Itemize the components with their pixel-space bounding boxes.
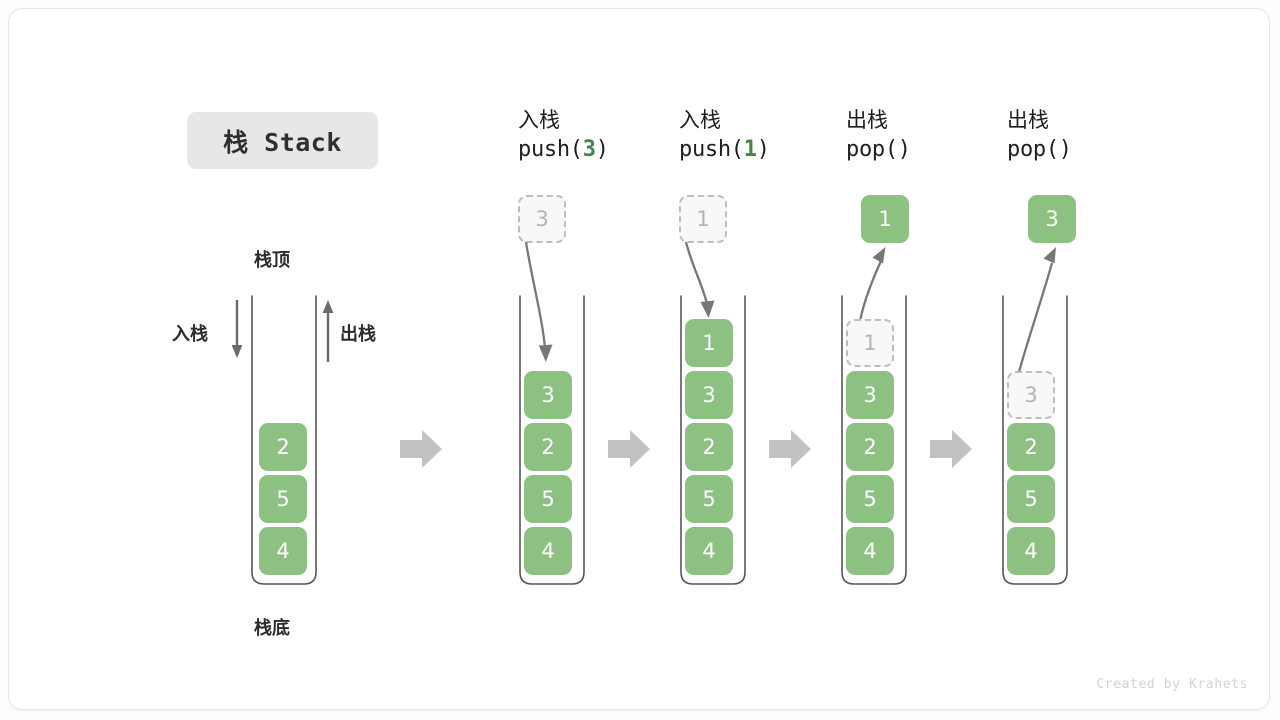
- step-fn-label: push(1): [679, 135, 859, 165]
- fn-prefix: push(: [679, 136, 744, 162]
- overview-stack-tube: [251, 295, 317, 585]
- push-motion-arrow-icon: [524, 241, 553, 362]
- step-fn-label: pop(): [1007, 135, 1187, 165]
- fn-suffix: ): [756, 136, 770, 162]
- stack-cell: 4: [685, 527, 733, 575]
- floating-cell: 3: [518, 195, 566, 243]
- step-cn-label: 入栈: [518, 108, 560, 132]
- stack-cell: 2: [1007, 423, 1055, 471]
- fn-prefix: push(: [518, 136, 583, 162]
- stack-cell: 2: [259, 423, 307, 471]
- stack-cell: 3: [685, 371, 733, 419]
- step-header: 入栈 push(1): [679, 106, 859, 165]
- step-stack-tube: [680, 295, 746, 585]
- stack-cell: 1: [846, 319, 894, 367]
- overview-pop-arrow-icon: [322, 300, 334, 362]
- stack-cell: 5: [846, 475, 894, 523]
- flow-arrow-icon: [608, 430, 650, 468]
- stack-cell: 3: [1007, 371, 1055, 419]
- fn-prefix: pop(: [1007, 136, 1059, 162]
- stack-cell: 4: [524, 527, 572, 575]
- stack-bottom-label: 栈底: [254, 618, 290, 639]
- overview-push-label: 入栈: [172, 324, 208, 345]
- step-stack-tube: [519, 295, 585, 585]
- fn-suffix: ): [595, 136, 609, 162]
- stack-cell: 4: [259, 527, 307, 575]
- flow-arrow-icon: [769, 430, 811, 468]
- step-fn-label: pop(): [846, 135, 1026, 165]
- step-header: 出栈 pop(): [1007, 106, 1187, 165]
- stack-cell: 4: [1007, 527, 1055, 575]
- stack-cell: 5: [1007, 475, 1055, 523]
- step-stack-tube: [841, 295, 907, 585]
- floating-cell: 1: [679, 195, 727, 243]
- step-cn-label: 入栈: [679, 108, 721, 132]
- step-header: 出栈 pop(): [846, 106, 1026, 165]
- step-fn-label: push(3): [518, 135, 698, 165]
- step-cn-label: 出栈: [1007, 108, 1049, 132]
- stack-cell: 3: [846, 371, 894, 419]
- watermark-credit: Created by Krahets: [1096, 677, 1248, 692]
- stack-cell: 5: [259, 475, 307, 523]
- stack-top-label: 栈顶: [254, 250, 290, 271]
- flow-arrow-icon: [400, 430, 442, 468]
- fn-prefix: pop(: [846, 136, 898, 162]
- fn-suffix: ): [897, 136, 911, 162]
- stack-cell: 3: [524, 371, 572, 419]
- step-stack-tube: [1002, 295, 1068, 585]
- overview-pop-label: 出栈: [340, 324, 376, 345]
- fn-arg: 3: [582, 136, 596, 162]
- step-header: 入栈 push(3): [518, 106, 698, 165]
- stack-cell: 5: [685, 475, 733, 523]
- stack-cell: 4: [846, 527, 894, 575]
- stack-cell: 2: [685, 423, 733, 471]
- fn-suffix: ): [1058, 136, 1072, 162]
- overview-push-arrow-icon: [231, 300, 243, 358]
- push-motion-arrow-icon: [684, 241, 715, 318]
- floating-cell: 3: [1028, 195, 1076, 243]
- stack-cell: 5: [524, 475, 572, 523]
- figure-title-badge: 栈 Stack: [187, 112, 378, 169]
- pop-motion-arrow-icon: [1015, 247, 1056, 380]
- stack-cell: 2: [846, 423, 894, 471]
- stack-cell: 2: [524, 423, 572, 471]
- fn-arg: 1: [743, 136, 757, 162]
- floating-cell: 1: [861, 195, 909, 243]
- step-cn-label: 出栈: [846, 108, 888, 132]
- flow-arrow-icon: [930, 430, 972, 468]
- stack-cell: 1: [685, 319, 733, 367]
